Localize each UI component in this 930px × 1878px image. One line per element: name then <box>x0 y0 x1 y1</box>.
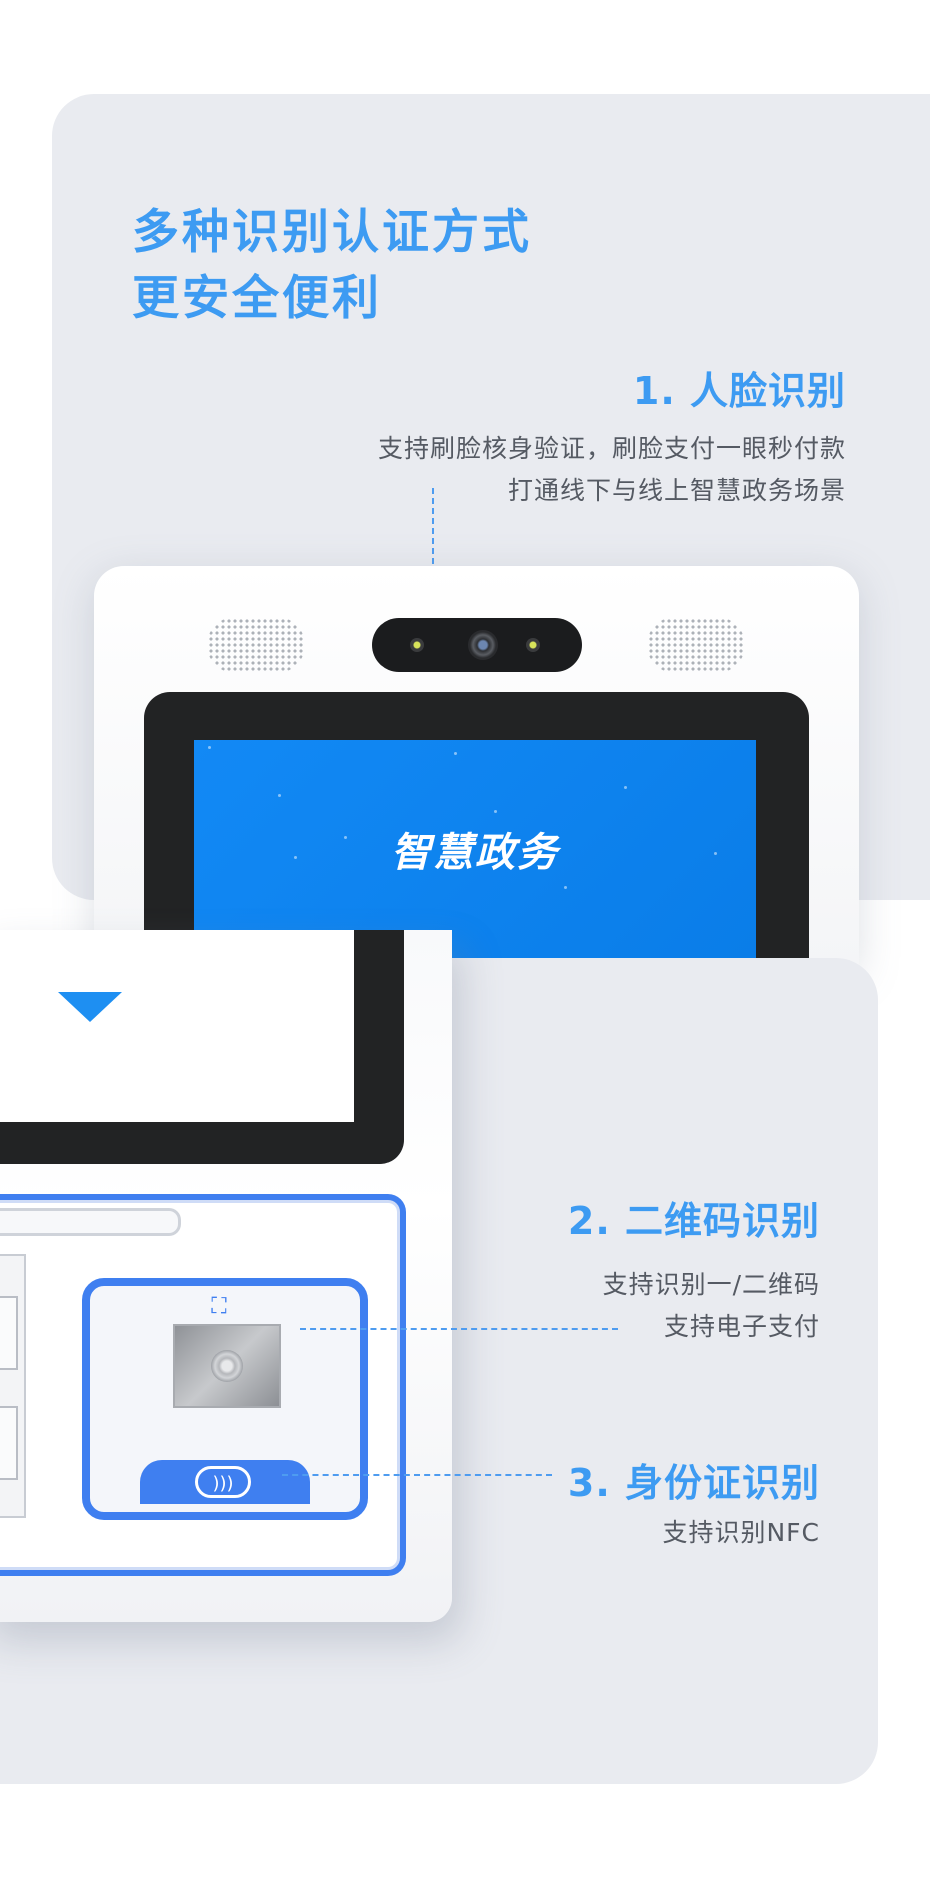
feature-desc-face-line-2: 打通线下与线上智慧政务场景 <box>507 476 846 505</box>
face-camera-bar <box>372 618 582 672</box>
card-reader <box>0 1254 26 1518</box>
identification-module: ⛶ ))) <box>0 1194 406 1576</box>
feature-desc-face-line-1: 支持刷脸核身验证，刷脸支付一眼秒付款 <box>377 434 846 463</box>
scanner-window <box>173 1324 281 1408</box>
feature-desc-id-line-1: 支持识别NFC <box>662 1518 820 1547</box>
headline-line-2: 更安全便利 <box>132 271 382 326</box>
feature-desc-qr: 支持识别一/二维码 支持电子支付 <box>603 1264 820 1348</box>
triangle-down-icon <box>58 992 122 1022</box>
kiosk-bottom: ⛶ ))) <box>0 930 452 1622</box>
feature-desc-id: 支持识别NFC <box>662 1512 820 1554</box>
feature-desc-qr-line-2: 支持电子支付 <box>663 1312 820 1341</box>
feature-title-qr: 2. 二维码识别 <box>567 1199 820 1243</box>
card-slot <box>0 1208 181 1236</box>
scan-frame-icon: ⛶ <box>211 1294 227 1319</box>
kiosk-top: 智慧政务 <box>94 566 859 992</box>
screen-bezel-lower <box>0 930 404 1164</box>
scanner-camera-icon <box>211 1350 243 1382</box>
screen-title: 智慧政务 <box>391 830 559 876</box>
feature-desc-qr-line-1: 支持识别一/二维码 <box>602 1270 820 1299</box>
qr-scanner: ⛶ ))) <box>82 1278 368 1520</box>
nfc-reader-pad: ))) <box>140 1460 310 1504</box>
speaker-icon <box>648 618 744 672</box>
headline: 多种识别认证方式 更安全便利 <box>132 200 532 332</box>
camera-icon <box>468 630 498 660</box>
ir-sensor-icon <box>526 638 540 652</box>
face-callout-line <box>432 488 434 604</box>
id-callout-line <box>282 1474 552 1476</box>
qr-callout-line <box>300 1328 618 1330</box>
kiosk-screen: 智慧政务 <box>194 740 756 960</box>
ir-sensor-icon <box>410 638 424 652</box>
feature-title-id: 3. 身份证识别 <box>567 1461 820 1505</box>
nfc-icon: ))) <box>195 1466 251 1498</box>
feature-desc-face: 支持刷脸核身验证，刷脸支付一眼秒付款 打通线下与线上智慧政务场景 <box>378 428 846 512</box>
speaker-icon <box>208 618 304 672</box>
feature-title-face: 1. 人脸识别 <box>632 369 846 413</box>
headline-line-1: 多种识别认证方式 <box>132 205 532 260</box>
kiosk-screen-lower <box>0 930 354 1122</box>
